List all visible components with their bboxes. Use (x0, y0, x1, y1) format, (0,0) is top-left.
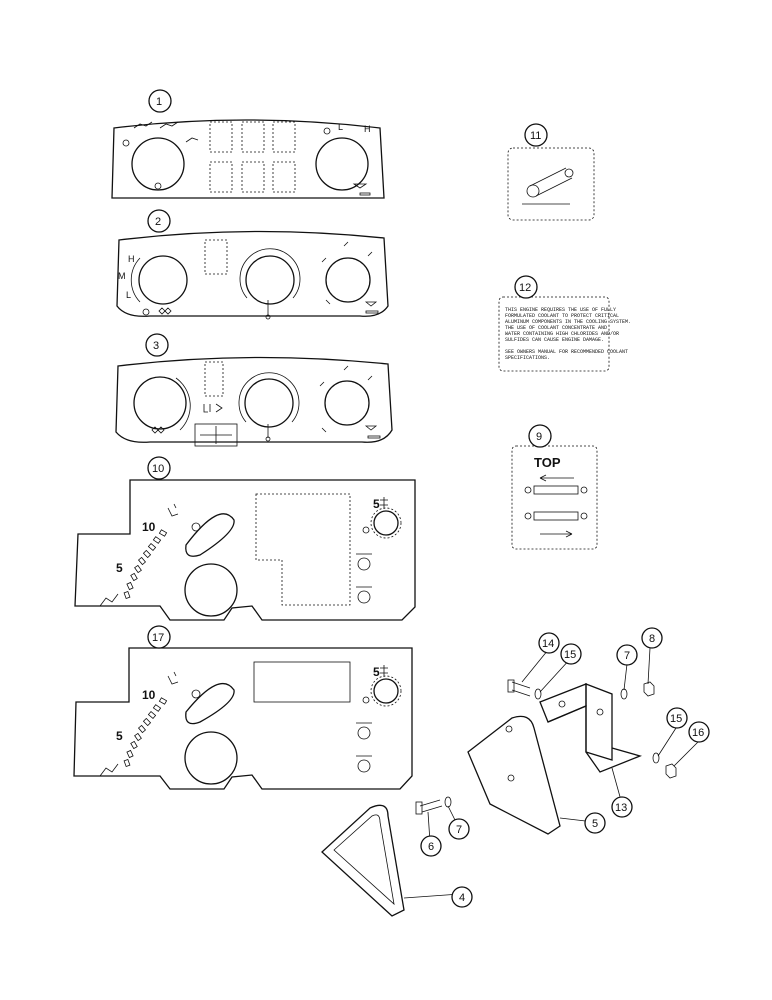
gauge17-ticks (123, 697, 168, 768)
arrow-right-icon (540, 530, 573, 538)
label-9: TOP 9 (511, 424, 598, 550)
callout-3: 3 (153, 340, 159, 352)
fan-icon (151, 426, 165, 434)
callout-11: 11 (530, 130, 541, 142)
label-11: 11 (507, 123, 595, 221)
turtle-icon (99, 593, 119, 607)
recirculation-icon (203, 403, 223, 413)
gauge17-five: 5 (116, 729, 123, 743)
callout-6: 6 (428, 841, 434, 853)
gauge17-five-right: 5 (373, 665, 380, 679)
label-12: THIS ENGINE REQUIRES THE USE OF FULLY FO… (498, 275, 631, 372)
rabbit-icon (167, 503, 179, 517)
label9-top: TOP (534, 455, 561, 470)
fan-icon (158, 307, 172, 315)
callout-5: 5 (592, 818, 598, 830)
label12-line-3: ALUMINUM COMPONENTS IN THE COOLING SYSTE… (505, 319, 631, 325)
label12-line-5: WATER CONTAINING HIGH CHLORIDES AND/OR (505, 331, 619, 337)
callout-14: 14 (542, 638, 554, 650)
label12-line-8: SEE OWNERS MANUAL FOR RECOMMENDED COOLAN… (505, 349, 628, 355)
label12-line-4: THE USE OF COOLANT CONCENTRATE AND (505, 325, 607, 331)
panel-10: 5 10 5 10 (74, 456, 416, 621)
defrost-icon (352, 183, 368, 189)
panel2-m-label: M (118, 271, 126, 281)
callout-15b: 15 (670, 713, 682, 725)
turtle-icon (99, 763, 119, 777)
panel2-l-label: L (126, 290, 131, 300)
label12-line-6: SULFIDES CAN CAUSE ENGINE DAMAGE. (505, 337, 604, 343)
callout-2: 2 (155, 216, 161, 228)
vent-icons (321, 241, 373, 305)
gauge10-five: 5 (116, 561, 123, 575)
vent-icons (319, 365, 373, 433)
sun-icon (154, 182, 162, 190)
callout-4: 4 (459, 892, 465, 904)
callout-12: 12 (519, 282, 531, 294)
callout-15a: 15 (564, 649, 576, 661)
panel-2: H M L 2 (116, 209, 389, 320)
callout-1: 1 (156, 96, 162, 108)
callout-7b: 7 (456, 824, 462, 836)
gauge17-ten: 10 (142, 688, 156, 702)
panel1-h-label: H (364, 124, 371, 134)
arrow-left-icon (539, 474, 574, 482)
label12-line-2: FORMULATED COOLANT TO PROTECT CRITICAL (505, 313, 619, 319)
defrost-icon (364, 425, 378, 431)
rabbit-icon (167, 671, 179, 685)
callout-13: 13 (615, 802, 627, 814)
callout-7a: 7 (624, 650, 630, 662)
airflow-mode-icon (133, 121, 199, 143)
callout-10: 10 (152, 463, 164, 475)
bracket-assembly: 14 15 7 8 15 16 13 5 4 6 7 (321, 627, 710, 917)
panel1-l-label: L (338, 122, 343, 132)
gauge10-ticks (123, 529, 168, 600)
label12-line-1: THIS ENGINE REQUIRES THE USE OF FULLY (505, 307, 616, 313)
panel2-h-label: H (128, 254, 135, 264)
callout-8: 8 (649, 633, 655, 645)
panel-17: 5 10 5 17 (73, 625, 413, 790)
defrost-icon (364, 301, 378, 307)
callout-16: 16 (692, 727, 704, 739)
panel-3: 3 (115, 333, 393, 447)
label12-line-9: SPECIFICATIONS. (505, 355, 550, 361)
gauge10-five-right: 5 (373, 497, 380, 511)
panel-1: L H 1 (111, 89, 385, 199)
callout-9: 9 (536, 431, 542, 443)
gauge10-ten: 10 (142, 520, 156, 534)
callout-17: 17 (152, 632, 164, 644)
